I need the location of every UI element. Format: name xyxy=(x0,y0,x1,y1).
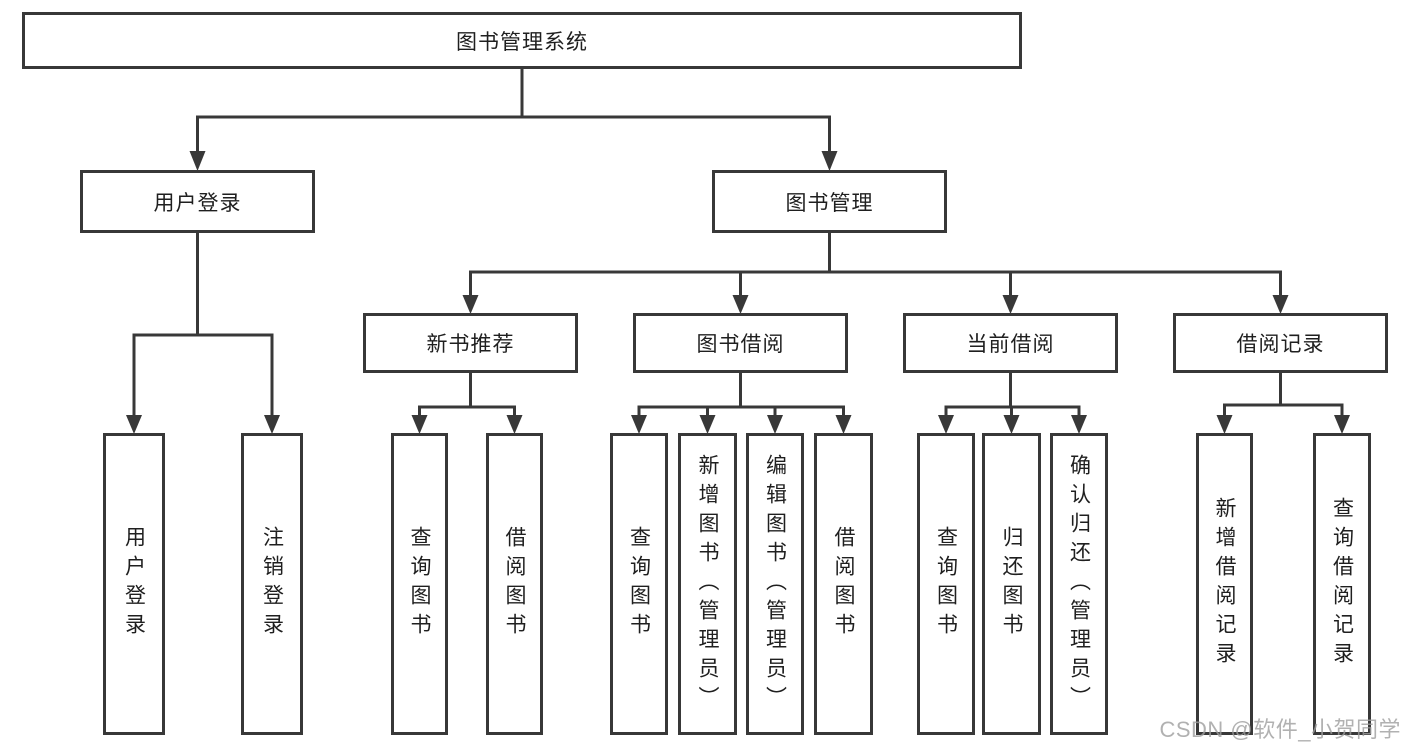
leaf-query-books-recommend: 查询图书 xyxy=(391,433,448,735)
connector-userlogin-to-leaves xyxy=(132,233,274,417)
leaf-confirm-return-admin-label: 确认归还（管理员） xyxy=(1067,453,1091,715)
leaf-edit-book-admin: 编辑图书（管理员） xyxy=(746,433,804,735)
node-book-borrow: 图书借阅 xyxy=(633,313,848,373)
leaf-borrow-books-recommend-label: 借阅图书 xyxy=(503,526,526,642)
connector-bookmgmt-to-level3 xyxy=(469,233,1282,297)
leaf-borrow-books-label: 借阅图书 xyxy=(832,526,855,642)
node-book-management: 图书管理 xyxy=(712,170,947,233)
leaf-query-books-borrow-label: 查询图书 xyxy=(627,526,651,642)
leaf-query-borrow-record-label: 查询借阅记录 xyxy=(1330,497,1354,671)
leaf-borrow-books-recommend: 借阅图书 xyxy=(486,433,543,735)
node-current-borrow: 当前借阅 xyxy=(903,313,1118,373)
connector-borrowrecords-to-leaves xyxy=(1223,373,1344,417)
connector-bookborrow-to-leaves xyxy=(637,373,845,417)
leaf-user-login: 用户登录 xyxy=(103,433,165,735)
leaf-query-books-current: 查询图书 xyxy=(917,433,975,735)
node-root: 图书管理系统 xyxy=(22,12,1022,69)
leaf-query-books-current-label: 查询图书 xyxy=(934,526,958,642)
connector-currentborrow-to-leaves xyxy=(944,373,1081,417)
leaf-add-book-admin-label: 新增图书（管理员） xyxy=(696,453,719,715)
leaf-query-books-borrow: 查询图书 xyxy=(610,433,668,735)
leaf-logout-label: 注销登录 xyxy=(260,526,284,642)
node-user-login: 用户登录 xyxy=(80,170,315,233)
leaf-logout: 注销登录 xyxy=(241,433,303,735)
leaf-add-borrow-record: 新增借阅记录 xyxy=(1196,433,1253,735)
leaf-borrow-books: 借阅图书 xyxy=(814,433,873,735)
leaf-confirm-return-admin: 确认归还（管理员） xyxy=(1050,433,1108,735)
connector-newbookrec-to-leaves xyxy=(418,373,516,417)
leaf-return-book-label: 归还图书 xyxy=(1000,526,1023,642)
node-new-book-recommend: 新书推荐 xyxy=(363,313,578,373)
connector-root-to-level2 xyxy=(196,68,831,153)
leaf-edit-book-admin-label: 编辑图书（管理员） xyxy=(763,453,787,715)
leaf-return-book: 归还图书 xyxy=(982,433,1041,735)
leaf-add-book-admin: 新增图书（管理员） xyxy=(678,433,737,735)
leaf-add-borrow-record-label: 新增借阅记录 xyxy=(1213,497,1236,671)
csdn-watermark: CSDN @软件_小贺同学 xyxy=(1159,717,1401,742)
leaf-query-borrow-record: 查询借阅记录 xyxy=(1313,433,1371,735)
leaf-user-login-label: 用户登录 xyxy=(122,526,146,642)
node-borrow-records: 借阅记录 xyxy=(1173,313,1388,373)
leaf-query-books-recommend-label: 查询图书 xyxy=(408,526,431,642)
